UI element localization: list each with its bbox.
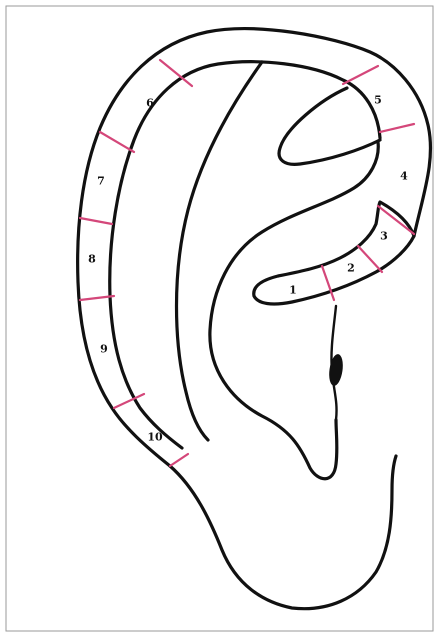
divider-zone-8-9 (80, 218, 112, 224)
zone-label-8: 8 (88, 253, 96, 266)
divider-zone-5-6 (343, 66, 378, 84)
divider-zone-7-8 (100, 132, 134, 152)
zone-label-4: 4 (400, 170, 408, 183)
concha-rim (210, 142, 378, 479)
zone-label-3: 3 (380, 230, 388, 243)
helix-crus (254, 202, 414, 304)
zone-label-7: 7 (97, 175, 105, 188)
zone-label-10: 10 (147, 431, 163, 444)
zone-label-1: 1 (289, 284, 297, 297)
zone-label-5: 5 (374, 94, 382, 107)
divider-zone-4-5 (380, 124, 414, 132)
zone-label-9: 9 (100, 343, 108, 356)
divider-zone-10-end-b (170, 454, 188, 466)
divider-zone-2-3 (358, 246, 382, 272)
helix-inner-edge (110, 62, 380, 448)
antihelix (177, 62, 263, 440)
zone-label-6: 6 (146, 97, 154, 110)
ear-canal (327, 353, 344, 386)
zone-label-2: 2 (347, 262, 355, 275)
picture-frame (6, 6, 433, 631)
earlobe (170, 456, 396, 609)
